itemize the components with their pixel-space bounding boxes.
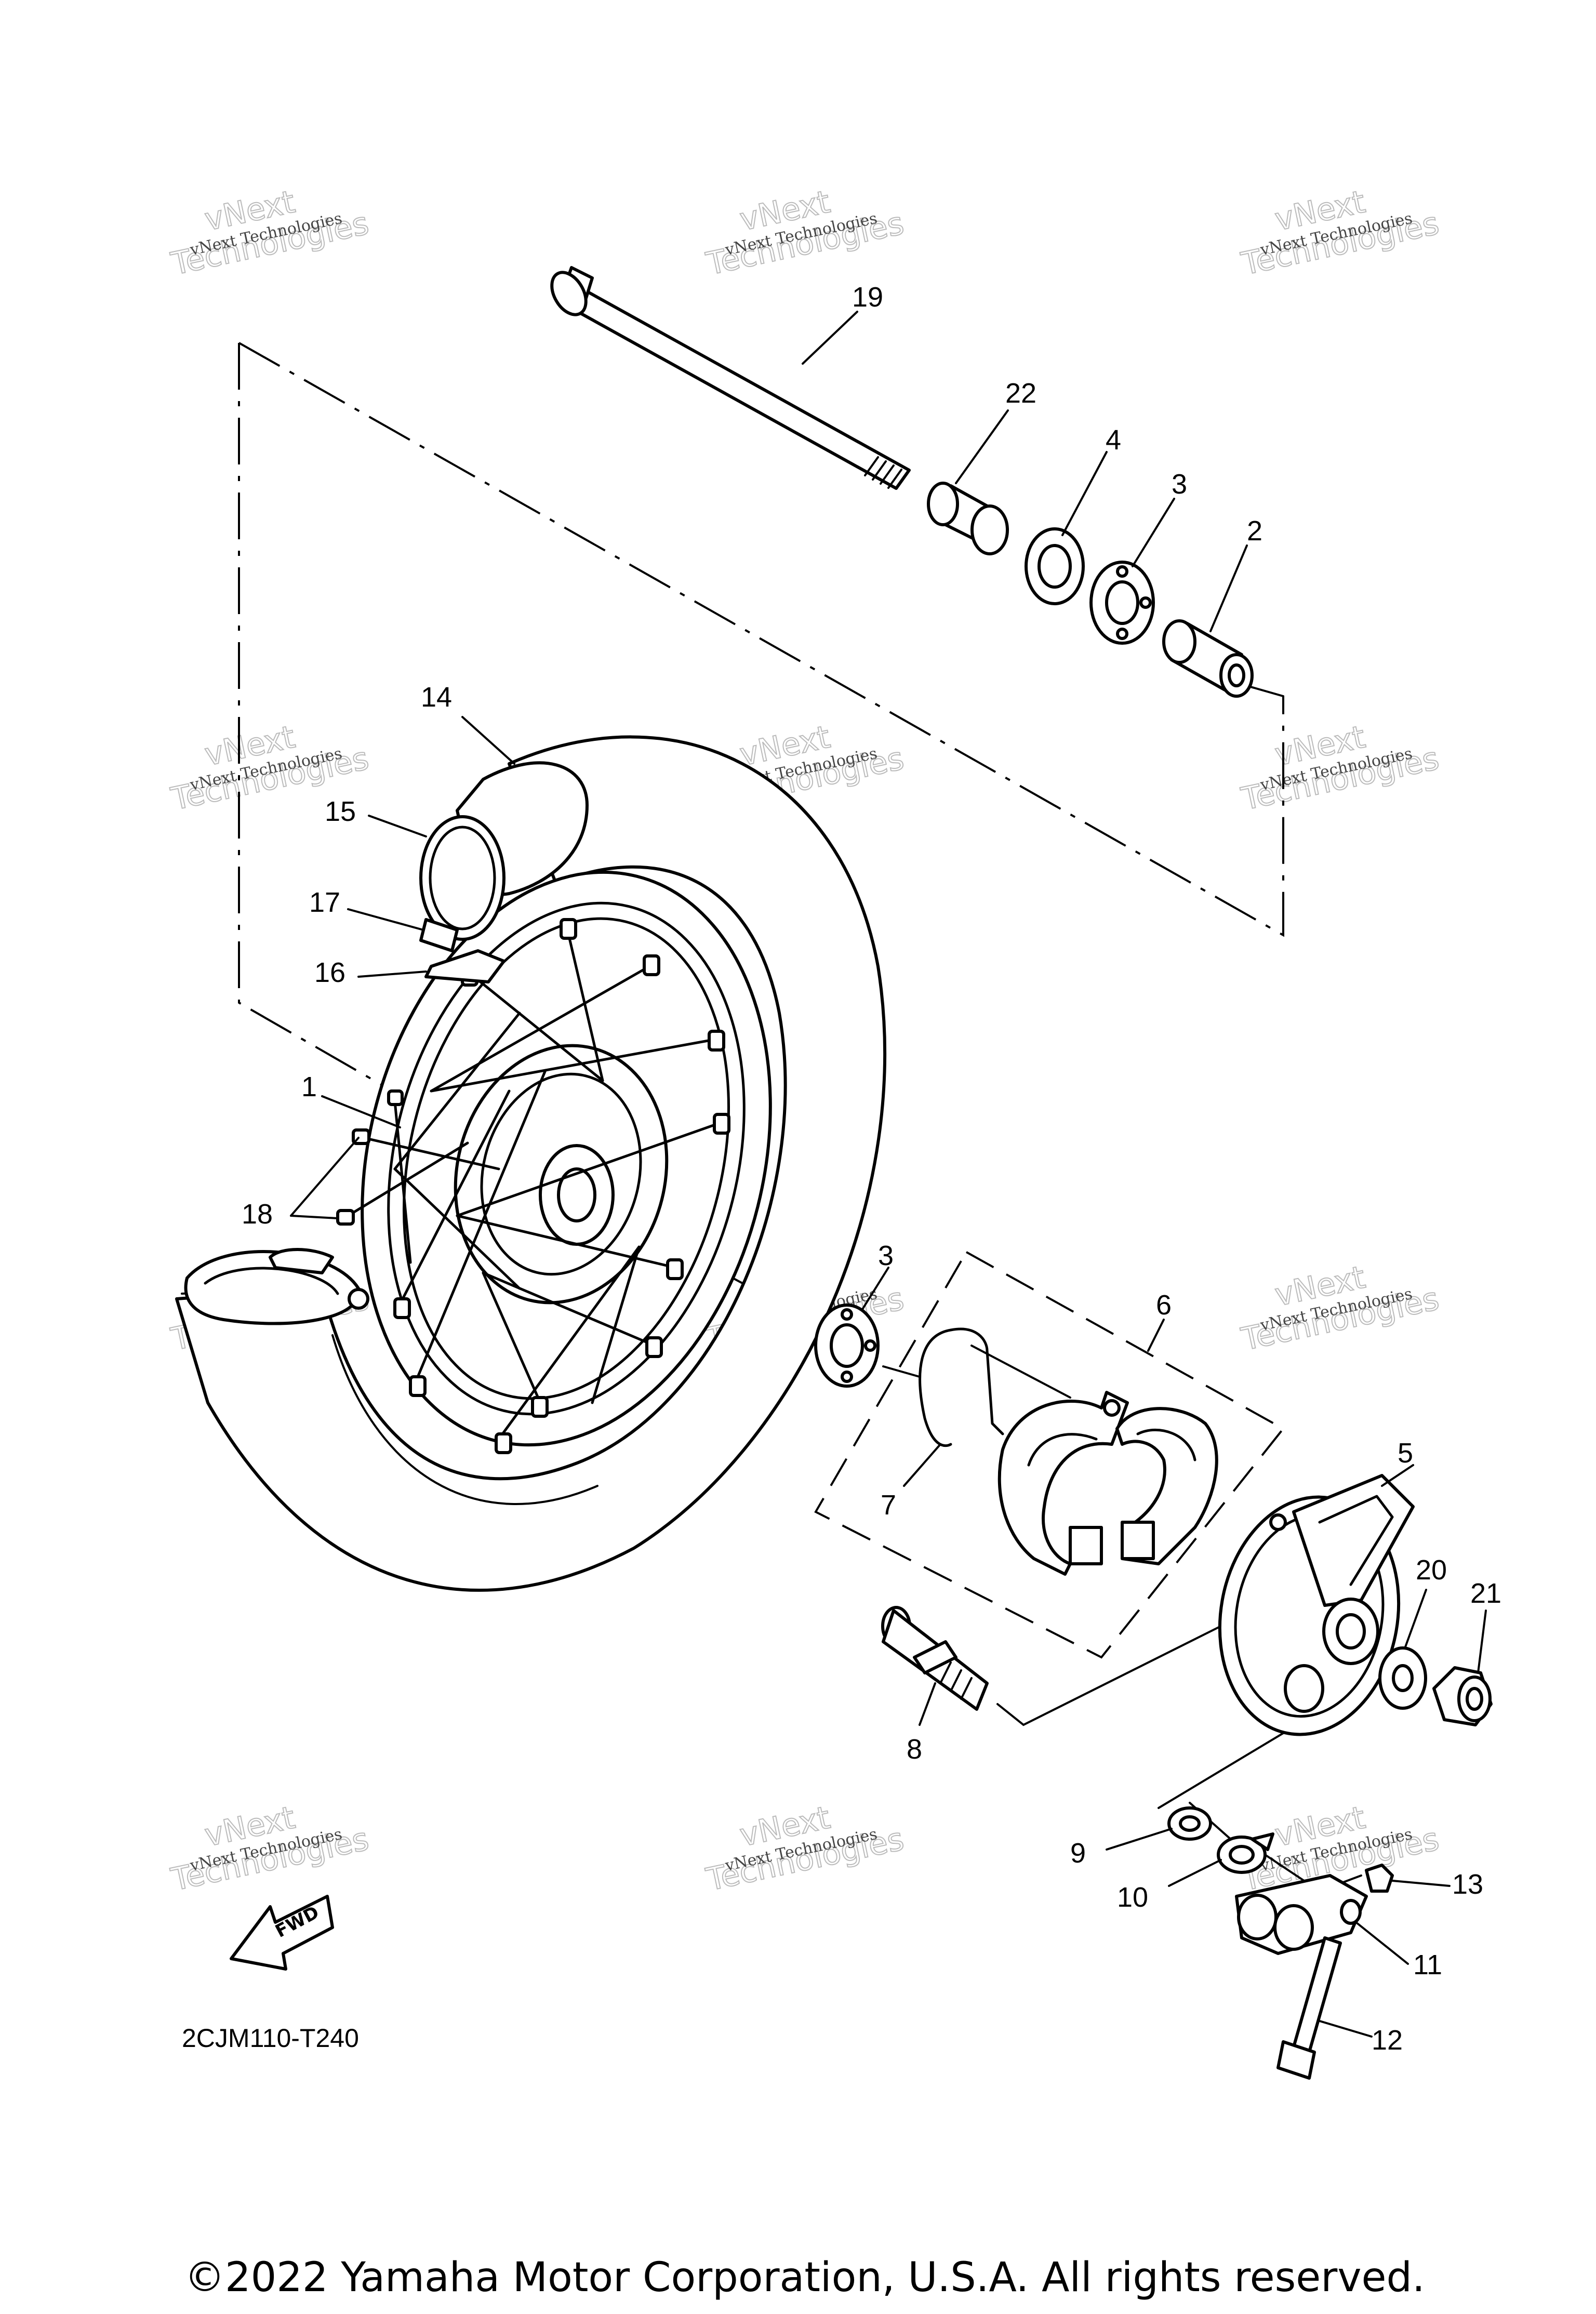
callout-3-lower: 3 <box>878 1240 894 1271</box>
callouts: 19 22 4 3 2 14 15 17 16 1 18 3 6 7 5 20 … <box>242 282 1501 2056</box>
rim-band <box>419 918 459 952</box>
lever-bolt <box>1276 1936 1342 2080</box>
lever-nut <box>1365 1864 1394 1893</box>
watermark: vNext Technologies vNext Technologies <box>1238 183 1443 283</box>
brake-spring <box>919 1327 1004 1447</box>
watermark: vNext Technologies vNext Technologies <box>167 1799 373 1899</box>
leader-lines <box>290 311 1487 2038</box>
callout-14: 14 <box>421 682 452 713</box>
brake-shoe-left <box>998 1391 1129 1576</box>
callout-21: 21 <box>1470 1578 1501 1609</box>
watermark: vNext Technologies vNext Technologies <box>702 1799 908 1899</box>
callout-1: 1 <box>301 1071 317 1102</box>
cam-seal <box>1167 1806 1212 1841</box>
plain-washer <box>1378 1646 1427 1710</box>
brake-camshaft <box>881 1606 989 1711</box>
front-axle <box>550 266 911 490</box>
callout-7: 7 <box>881 1490 896 1521</box>
callout-17: 17 <box>309 887 340 918</box>
callout-20: 20 <box>1416 1554 1447 1586</box>
diagram-code: 2CJM110-T240 <box>182 2024 359 2053</box>
callout-10: 10 <box>1117 1882 1148 1913</box>
copyright-notice: ©2022 Yamaha Motor Corporation, U.S.A. A… <box>184 2254 1425 2301</box>
spacer <box>1162 619 1254 698</box>
callout-15: 15 <box>325 796 356 827</box>
camshaft-lever <box>1235 1874 1368 1955</box>
indicator-plate <box>1217 1832 1274 1874</box>
callout-2: 2 <box>1247 515 1262 547</box>
callout-22: 22 <box>1005 378 1036 409</box>
brake-shoe-right <box>1069 1407 1218 1565</box>
watermark: vNext Technologies vNext Technologies <box>1238 1259 1443 1359</box>
oil-seal <box>1025 527 1085 605</box>
callout-8: 8 <box>907 1734 922 1765</box>
wheel-rim <box>361 870 772 1454</box>
watermark: vNext Technologies vNext Technologies <box>167 183 373 283</box>
callout-13: 13 <box>1452 1869 1483 1900</box>
inner-tube <box>184 815 506 1325</box>
callout-3-upper: 3 <box>1172 469 1187 500</box>
callout-19: 19 <box>852 282 883 313</box>
bearing-lower <box>814 1304 880 1388</box>
watermark: vNext Technologies vNext Technologies <box>702 183 908 283</box>
callout-4: 4 <box>1106 424 1121 456</box>
tire-valve-cap <box>424 949 506 983</box>
callout-11: 11 <box>1413 1949 1442 1980</box>
callout-16: 16 <box>314 957 345 988</box>
callout-5: 5 <box>1398 1438 1413 1469</box>
brake-shoe-plate <box>1218 1474 1415 1736</box>
bearing-upper <box>1089 561 1155 645</box>
brake-shoe-kit-frame <box>814 1251 1285 1659</box>
axle-nut <box>1432 1666 1493 1726</box>
callout-18: 18 <box>242 1199 273 1230</box>
forward-arrow-icon: FWD <box>230 1895 334 1971</box>
collar <box>927 482 1009 555</box>
callout-9: 9 <box>1070 1838 1086 1869</box>
callout-6: 6 <box>1156 1289 1172 1321</box>
callout-12: 12 <box>1372 2025 1403 2056</box>
watermark: vNext Technologies vNext Technologies <box>1238 719 1443 818</box>
